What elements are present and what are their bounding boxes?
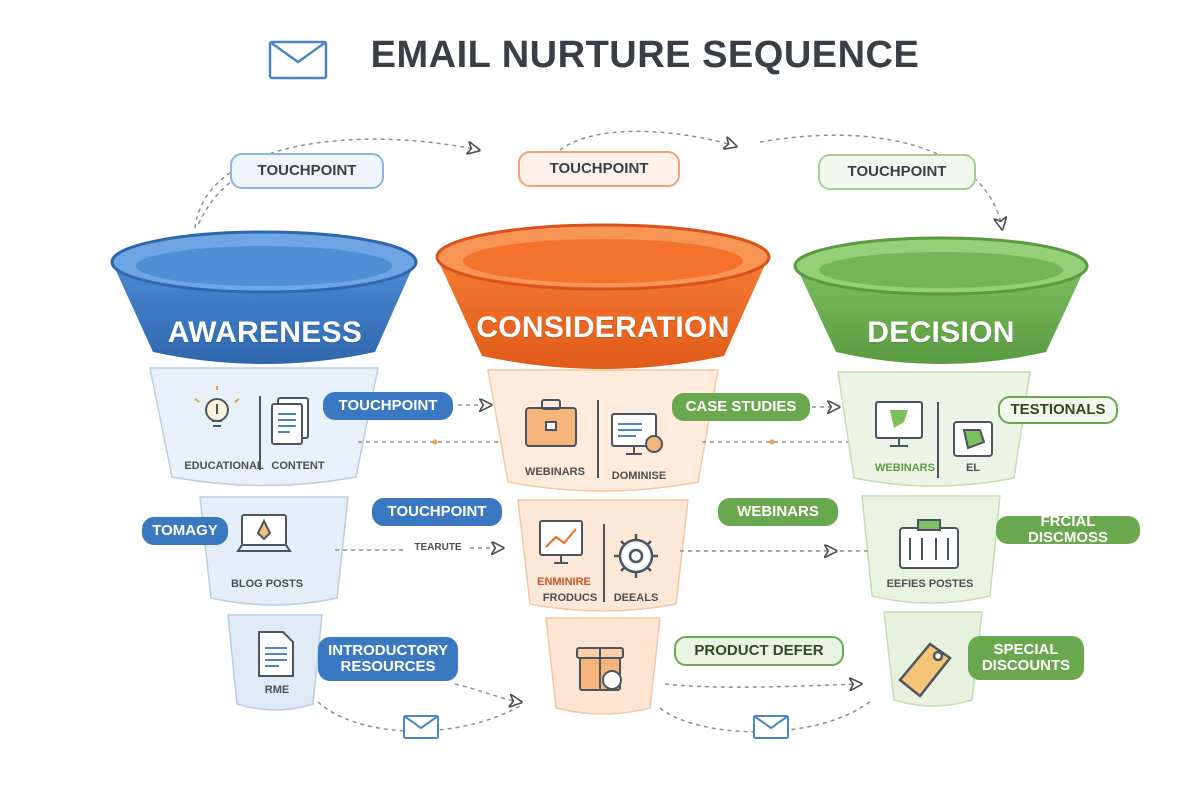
bottom-envelope-icon-2 <box>753 715 789 739</box>
laptop-icon <box>236 514 292 552</box>
caption-consideration-tier2-a: ENMINIRE <box>537 576 591 588</box>
title-bar: EMAIL NURTURE SEQUENCE <box>0 34 1200 77</box>
arc-consideration-decision <box>559 130 735 151</box>
caption-consideration-tier1-a: WEBINARS <box>525 466 585 478</box>
row3-label-consideration: PRODUCT DEFER <box>674 636 844 666</box>
machine-icon <box>899 519 959 569</box>
connector-bottom-a <box>317 701 521 732</box>
top-touchpoint-awareness: TOUCHPOINT <box>230 153 384 189</box>
caption-decision-tier1-b: EL <box>965 462 981 474</box>
row3-label-awareness: INTRODUCTORY RESOURCES <box>318 637 458 681</box>
title-envelope-icon <box>268 40 328 80</box>
puzzle-icon <box>953 421 993 457</box>
caption-consideration-tier2-c: DEEALS <box>613 592 659 604</box>
arc-awareness-consideration <box>194 138 478 229</box>
stage-label-awareness: AWARENESS <box>167 316 363 349</box>
row1-label-consideration: CASE STUDIES <box>672 393 810 421</box>
connector-row3-a <box>454 683 520 702</box>
funnel-decision-tier1 <box>837 371 1031 487</box>
stage-label-consideration: CONSIDERATION <box>476 311 730 344</box>
funnel-consideration-opening <box>463 239 743 283</box>
lightbulb-icon <box>194 386 240 427</box>
caption-awareness-tier3: RME <box>264 684 290 696</box>
caption-consideration-tier1-b: DOMINISE <box>611 470 667 482</box>
monitor-icon <box>611 413 663 455</box>
top-touchpoint-decision: TOUCHPOINT <box>818 154 976 190</box>
caption-awareness-tier1-b: CONTENT <box>271 460 325 472</box>
funnel-decision-opening <box>819 252 1063 288</box>
gear-icon <box>614 534 658 578</box>
funnel-awareness-tier1 <box>149 367 379 487</box>
tag-icon <box>898 642 952 698</box>
funnel-decision <box>793 236 1089 707</box>
bottom-envelope-icon-1 <box>403 715 439 739</box>
caption-consideration-tier2-b: FRODUCS <box>542 592 598 604</box>
row1-label-decision: TESTIONALS <box>998 396 1118 424</box>
funnel-awareness <box>110 230 418 711</box>
connector-dot <box>432 439 438 445</box>
caption-awareness-tier2: BLOG POSTS <box>230 578 304 590</box>
row2-label-consideration: WEBINARS <box>718 498 838 526</box>
document-icon <box>271 397 309 445</box>
monitor-icon <box>875 401 923 447</box>
connector-row3-b <box>664 684 860 687</box>
funnel-awareness-opening <box>136 246 392 286</box>
gift-box-icon <box>576 647 624 691</box>
row2-label-decision: FRCIAL DISCMOSS <box>996 514 1140 545</box>
page-title: EMAIL NURTURE SEQUENCE <box>370 34 920 76</box>
row3-label-decision: SPECIAL DISCOUNTS <box>968 636 1084 680</box>
caption-decision-tier1-a: WEBINARS <box>875 462 935 474</box>
top-touchpoint-consideration: TOUCHPOINT <box>518 151 680 187</box>
arc-left-top <box>197 169 251 226</box>
row1-label-awareness: TOUCHPOINT <box>323 392 453 420</box>
briefcase-icon <box>525 399 577 447</box>
file-icon <box>258 631 294 677</box>
row2-side-label-awareness: TOMAGY <box>142 517 228 545</box>
row2-label-awareness: TOUCHPOINT <box>372 498 502 526</box>
connector-text: TEARUTE <box>414 542 462 553</box>
caption-awareness-tier1-a: EDUCATIONAL <box>184 460 264 472</box>
arc-decision-top <box>759 134 1002 228</box>
caption-decision-tier2: EEFIES POSTES <box>886 578 974 590</box>
top-connectors <box>194 130 1002 229</box>
connector-dots <box>432 439 775 445</box>
stage-label-decision: DECISION <box>867 316 1015 349</box>
connector-dot <box>769 439 775 445</box>
chart-monitor-icon <box>539 520 583 564</box>
